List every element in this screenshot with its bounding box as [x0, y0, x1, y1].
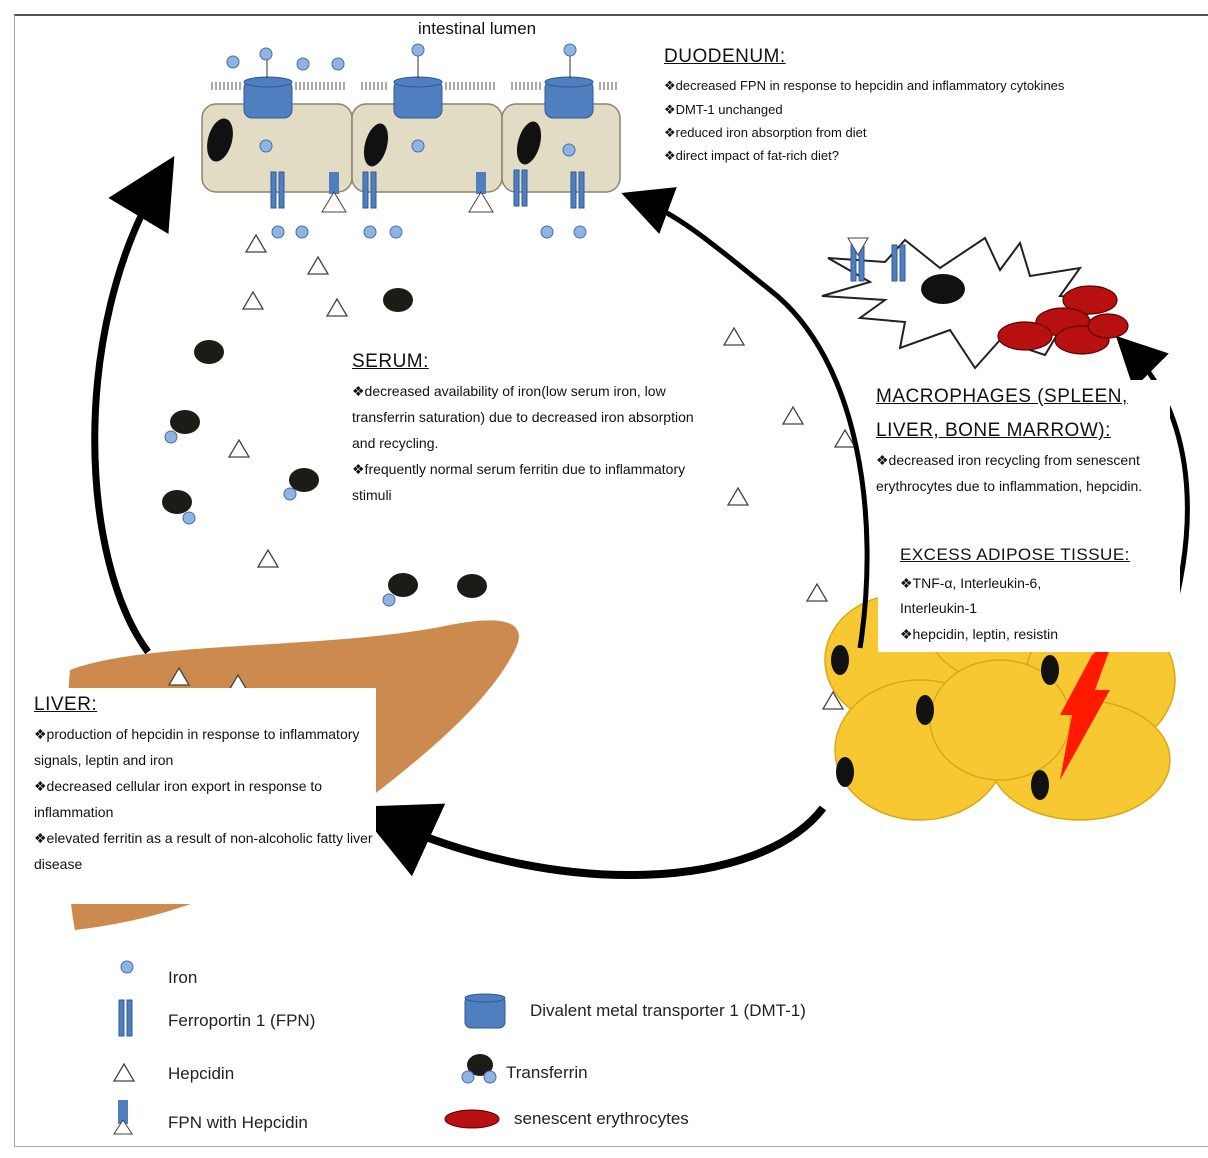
serum-item: ❖frequently normal serum ferritin due to… — [352, 460, 686, 503]
adipose-item: ❖hepcidin, leptin, resistin — [900, 626, 1059, 643]
duodenum-item: ❖reduced iron absorption from diet — [664, 124, 867, 140]
adipose-box: EXCESS ADIPOSE TISSUE: ❖TNF-α, Interleuk… — [878, 540, 1180, 652]
duodenum-item: ❖DMT-1 unchanged — [664, 101, 783, 117]
enterocytes — [201, 50, 621, 213]
macrophage — [821, 236, 1129, 370]
legend-transferrin: Transferrin — [506, 1063, 588, 1082]
adipose-item: ❖TNF-α, Interleukin-6, Interleukin-1 — [900, 574, 1042, 617]
duodenum-title: DUODENUM: — [664, 46, 786, 67]
duodenum-item: ❖decreased FPN in response to hepcidin a… — [664, 78, 1065, 94]
legend-erythrocytes: senescent erythrocytes — [514, 1109, 689, 1128]
macrophages-title-line1: MACROPHAGES (SPLEEN, — [876, 386, 1128, 407]
liver-item: ❖decreased cellular iron export in respo… — [34, 777, 323, 820]
macrophages-title-line2: LIVER, BONE MARROW): — [876, 420, 1111, 442]
liver-title: LIVER: — [34, 694, 98, 715]
legend-fpn: Ferroportin 1 (FPN) — [168, 1011, 316, 1030]
legend-hepcidin: Hepcidin — [168, 1064, 235, 1083]
serum-box: SERUM: ❖decreased availability of iron(l… — [352, 345, 697, 509]
liver-box: LIVER: ❖production of hepcidin in respon… — [30, 688, 376, 904]
macrophages-item: ❖decreased iron recycling from senescent… — [876, 452, 1143, 495]
adipose-title: EXCESS ADIPOSE TISSUE: — [900, 545, 1130, 564]
duodenum-box: DUODENUM: ❖decreased FPN in response to … — [664, 40, 1204, 168]
liver-item: ❖production of hepcidin in response to i… — [34, 726, 360, 769]
serum-title: SERUM: — [352, 351, 429, 372]
serum-item: ❖decreased availability of iron(low seru… — [352, 383, 694, 451]
duodenum-item: ❖direct impact of fat-rich diet? — [664, 148, 839, 164]
legend-iron: Iron — [168, 968, 198, 987]
legend-icons — [112, 960, 506, 1135]
figure-frame — [14, 14, 1208, 1147]
legend-fpn-hepcidin: FPN with Hepcidin — [168, 1113, 308, 1132]
lumen-label: intestinal lumen — [418, 19, 537, 38]
liver-item: ❖elevated ferritin as a result of non-al… — [34, 829, 373, 872]
legend-dmt1: Divalent metal transporter 1 (DMT-1) — [530, 1001, 806, 1020]
macrophages-box: MACROPHAGES (SPLEEN, LIVER, BONE MARROW)… — [876, 380, 1170, 501]
